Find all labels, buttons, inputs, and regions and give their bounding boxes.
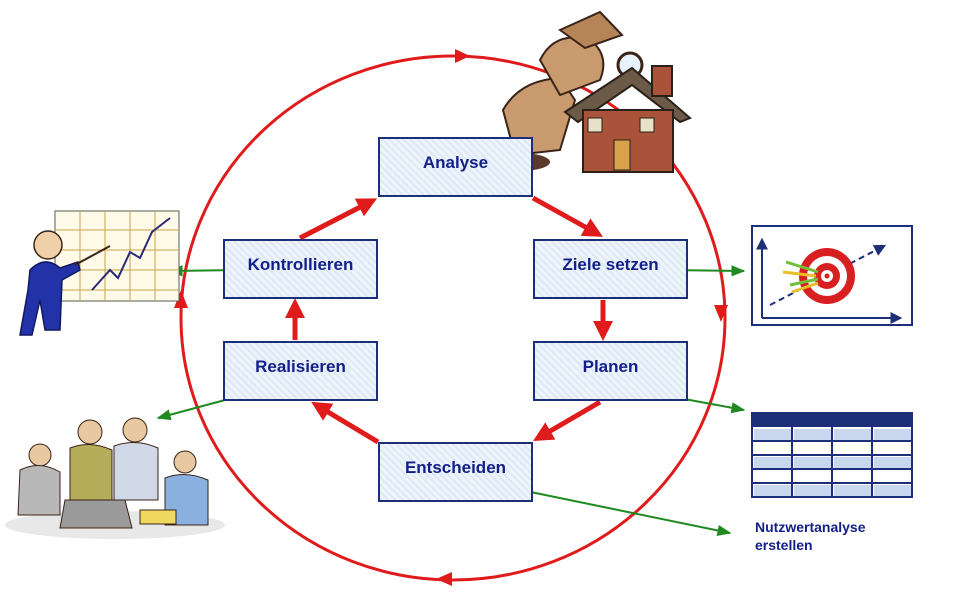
note-line-2: erstellen	[755, 537, 813, 553]
step-label-entscheiden: Entscheiden	[404, 458, 507, 477]
step-box-analyse: Analyse	[378, 137, 533, 197]
step-box-kontrollieren: Kontrollieren	[223, 239, 378, 299]
inner-cycle-arrows	[285, 195, 613, 445]
cycle-arrow-right	[714, 305, 728, 322]
step-label-kontrollieren: Kontrollieren	[247, 255, 354, 274]
step-box-realisieren: Realisieren	[223, 341, 378, 401]
detective-house-icon	[490, 10, 692, 173]
step-box-ziele-setzen: Ziele setzen	[533, 239, 688, 299]
team-laptop-icon	[5, 417, 225, 539]
cycle-arrow-top	[455, 49, 470, 63]
cycle-arrow-bottom	[436, 572, 452, 586]
note-line-1: Nutzwertanalyse	[755, 519, 866, 535]
presenter-chart-icon	[19, 210, 180, 336]
outer-cycle	[179, 54, 727, 582]
nutzwertanalyse-note: Nutzwertanalyse erstellen	[755, 518, 865, 554]
step-label-realisieren: Realisieren	[255, 357, 346, 376]
step-label-planen: Planen	[582, 357, 639, 376]
cycle-arrow-left	[174, 290, 188, 308]
step-box-entscheiden: Entscheiden	[378, 442, 533, 502]
step-label-analyse: Analyse	[422, 153, 489, 172]
table-grid-icon	[751, 412, 913, 498]
target-chart-icon	[751, 225, 913, 326]
step-label-ziele-setzen: Ziele setzen	[562, 255, 659, 274]
step-box-planen: Planen	[533, 341, 688, 401]
